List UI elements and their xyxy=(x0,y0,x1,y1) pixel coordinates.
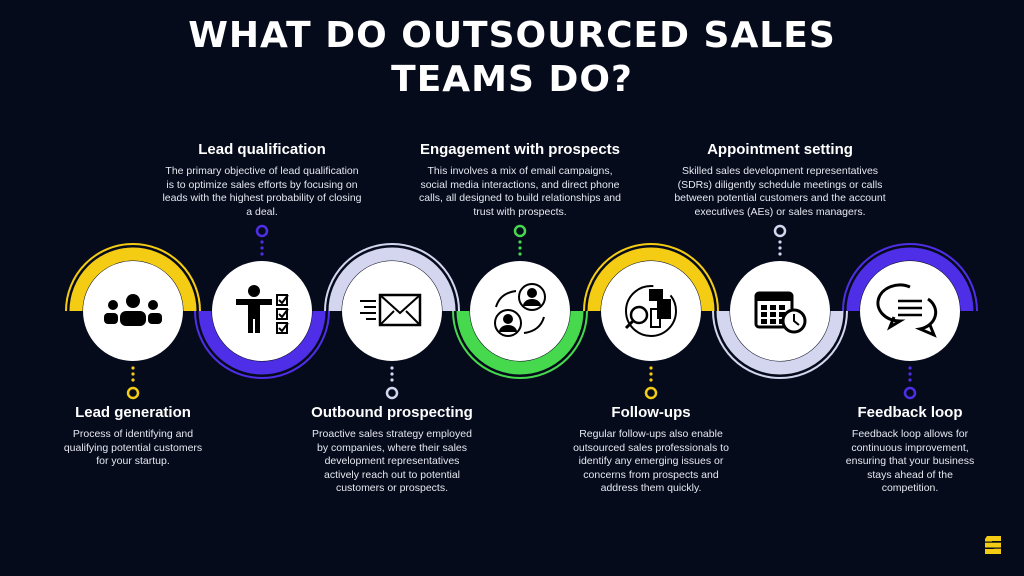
brand-logo-icon xyxy=(985,536,1001,554)
connector-dot xyxy=(518,252,522,256)
chat-bubbles-icon xyxy=(876,283,938,338)
connector-dot xyxy=(390,372,394,376)
step-description: This involves a mix of email campaigns, … xyxy=(419,165,621,218)
connector-dot xyxy=(518,246,522,250)
accent-arc xyxy=(198,310,326,375)
connector-dot xyxy=(649,378,653,382)
search-documents-icon xyxy=(624,285,677,337)
connector-dot xyxy=(131,372,135,376)
step-description: The primary objective of lead qualificat… xyxy=(162,165,362,218)
page-title: WHAT DO OUTSOURCED SALES TEAMS DO? xyxy=(0,14,1024,102)
connector-ring xyxy=(903,386,917,400)
connector-dot xyxy=(260,252,264,256)
connector-dot xyxy=(908,372,912,376)
step-node xyxy=(583,243,719,400)
outer-ring-arc xyxy=(712,310,848,379)
connector-ring xyxy=(773,224,787,238)
icon-circle xyxy=(860,261,960,361)
step-title: Outbound prospecting xyxy=(311,404,473,421)
outer-ring-arc xyxy=(194,310,330,379)
connector-ring xyxy=(255,224,269,238)
icon-circle xyxy=(212,261,312,361)
connector-dot xyxy=(260,240,264,244)
icon-circle xyxy=(730,261,830,361)
connector-dot xyxy=(131,366,135,370)
accent-arc xyxy=(328,247,456,312)
accent-arc xyxy=(846,247,974,312)
connector-ring xyxy=(126,386,140,400)
outer-ring-arc xyxy=(324,243,460,312)
connector-dot xyxy=(131,378,135,382)
step-title: Lead qualification xyxy=(198,141,326,158)
step-description: Regular follow-ups also enable outsource… xyxy=(573,428,729,495)
outer-ring-arc xyxy=(452,310,588,379)
step-description: Process of identifying and qualifying po… xyxy=(63,428,203,468)
icon-circle xyxy=(470,261,570,361)
step-node xyxy=(842,243,978,400)
connector-dot xyxy=(518,240,522,244)
step-description: Feedback loop allows for continuous impr… xyxy=(845,428,975,495)
outer-ring-arc xyxy=(583,243,719,312)
calendar-clock-icon xyxy=(754,291,807,334)
fast-mail-icon xyxy=(360,293,422,327)
connector-dot xyxy=(778,246,782,250)
connector-dot xyxy=(260,246,264,250)
title-line-2: TEAMS DO? xyxy=(391,59,633,100)
connector-dot xyxy=(908,366,912,370)
accent-arc xyxy=(69,247,197,312)
step-node xyxy=(65,243,201,400)
connector-dot xyxy=(390,366,394,370)
person-checklist-icon xyxy=(236,285,289,334)
accent-arc xyxy=(587,247,715,312)
outer-ring-arc xyxy=(842,243,978,312)
accent-arc xyxy=(456,310,584,375)
accent-arc xyxy=(716,310,844,375)
step-title: Appointment setting xyxy=(707,141,853,158)
connector-dot xyxy=(390,378,394,382)
connector-dot xyxy=(649,366,653,370)
connector-ring xyxy=(513,224,527,238)
step-node xyxy=(324,243,460,400)
exchange-people-icon xyxy=(494,283,546,337)
step-node xyxy=(452,224,588,379)
title-line-1: WHAT DO OUTSOURCED SALES xyxy=(188,15,836,56)
connector-dot xyxy=(649,372,653,376)
step-node xyxy=(712,224,848,379)
connector-dot xyxy=(778,240,782,244)
step-node xyxy=(194,224,330,379)
outer-ring-arc xyxy=(65,243,201,312)
connector-dot xyxy=(778,252,782,256)
connector-ring xyxy=(385,386,399,400)
icon-circle xyxy=(342,261,442,361)
step-title: Engagement with prospects xyxy=(419,141,621,158)
step-description: Proactive sales strategy employed by com… xyxy=(312,428,472,495)
connector-ring xyxy=(644,386,658,400)
step-title: Lead generation xyxy=(75,404,191,421)
step-description: Skilled sales development representative… xyxy=(674,165,886,218)
connector-dot xyxy=(908,378,912,382)
team-icon xyxy=(104,294,162,326)
step-title: Feedback loop xyxy=(857,404,963,421)
step-title: Follow-ups xyxy=(611,404,691,421)
